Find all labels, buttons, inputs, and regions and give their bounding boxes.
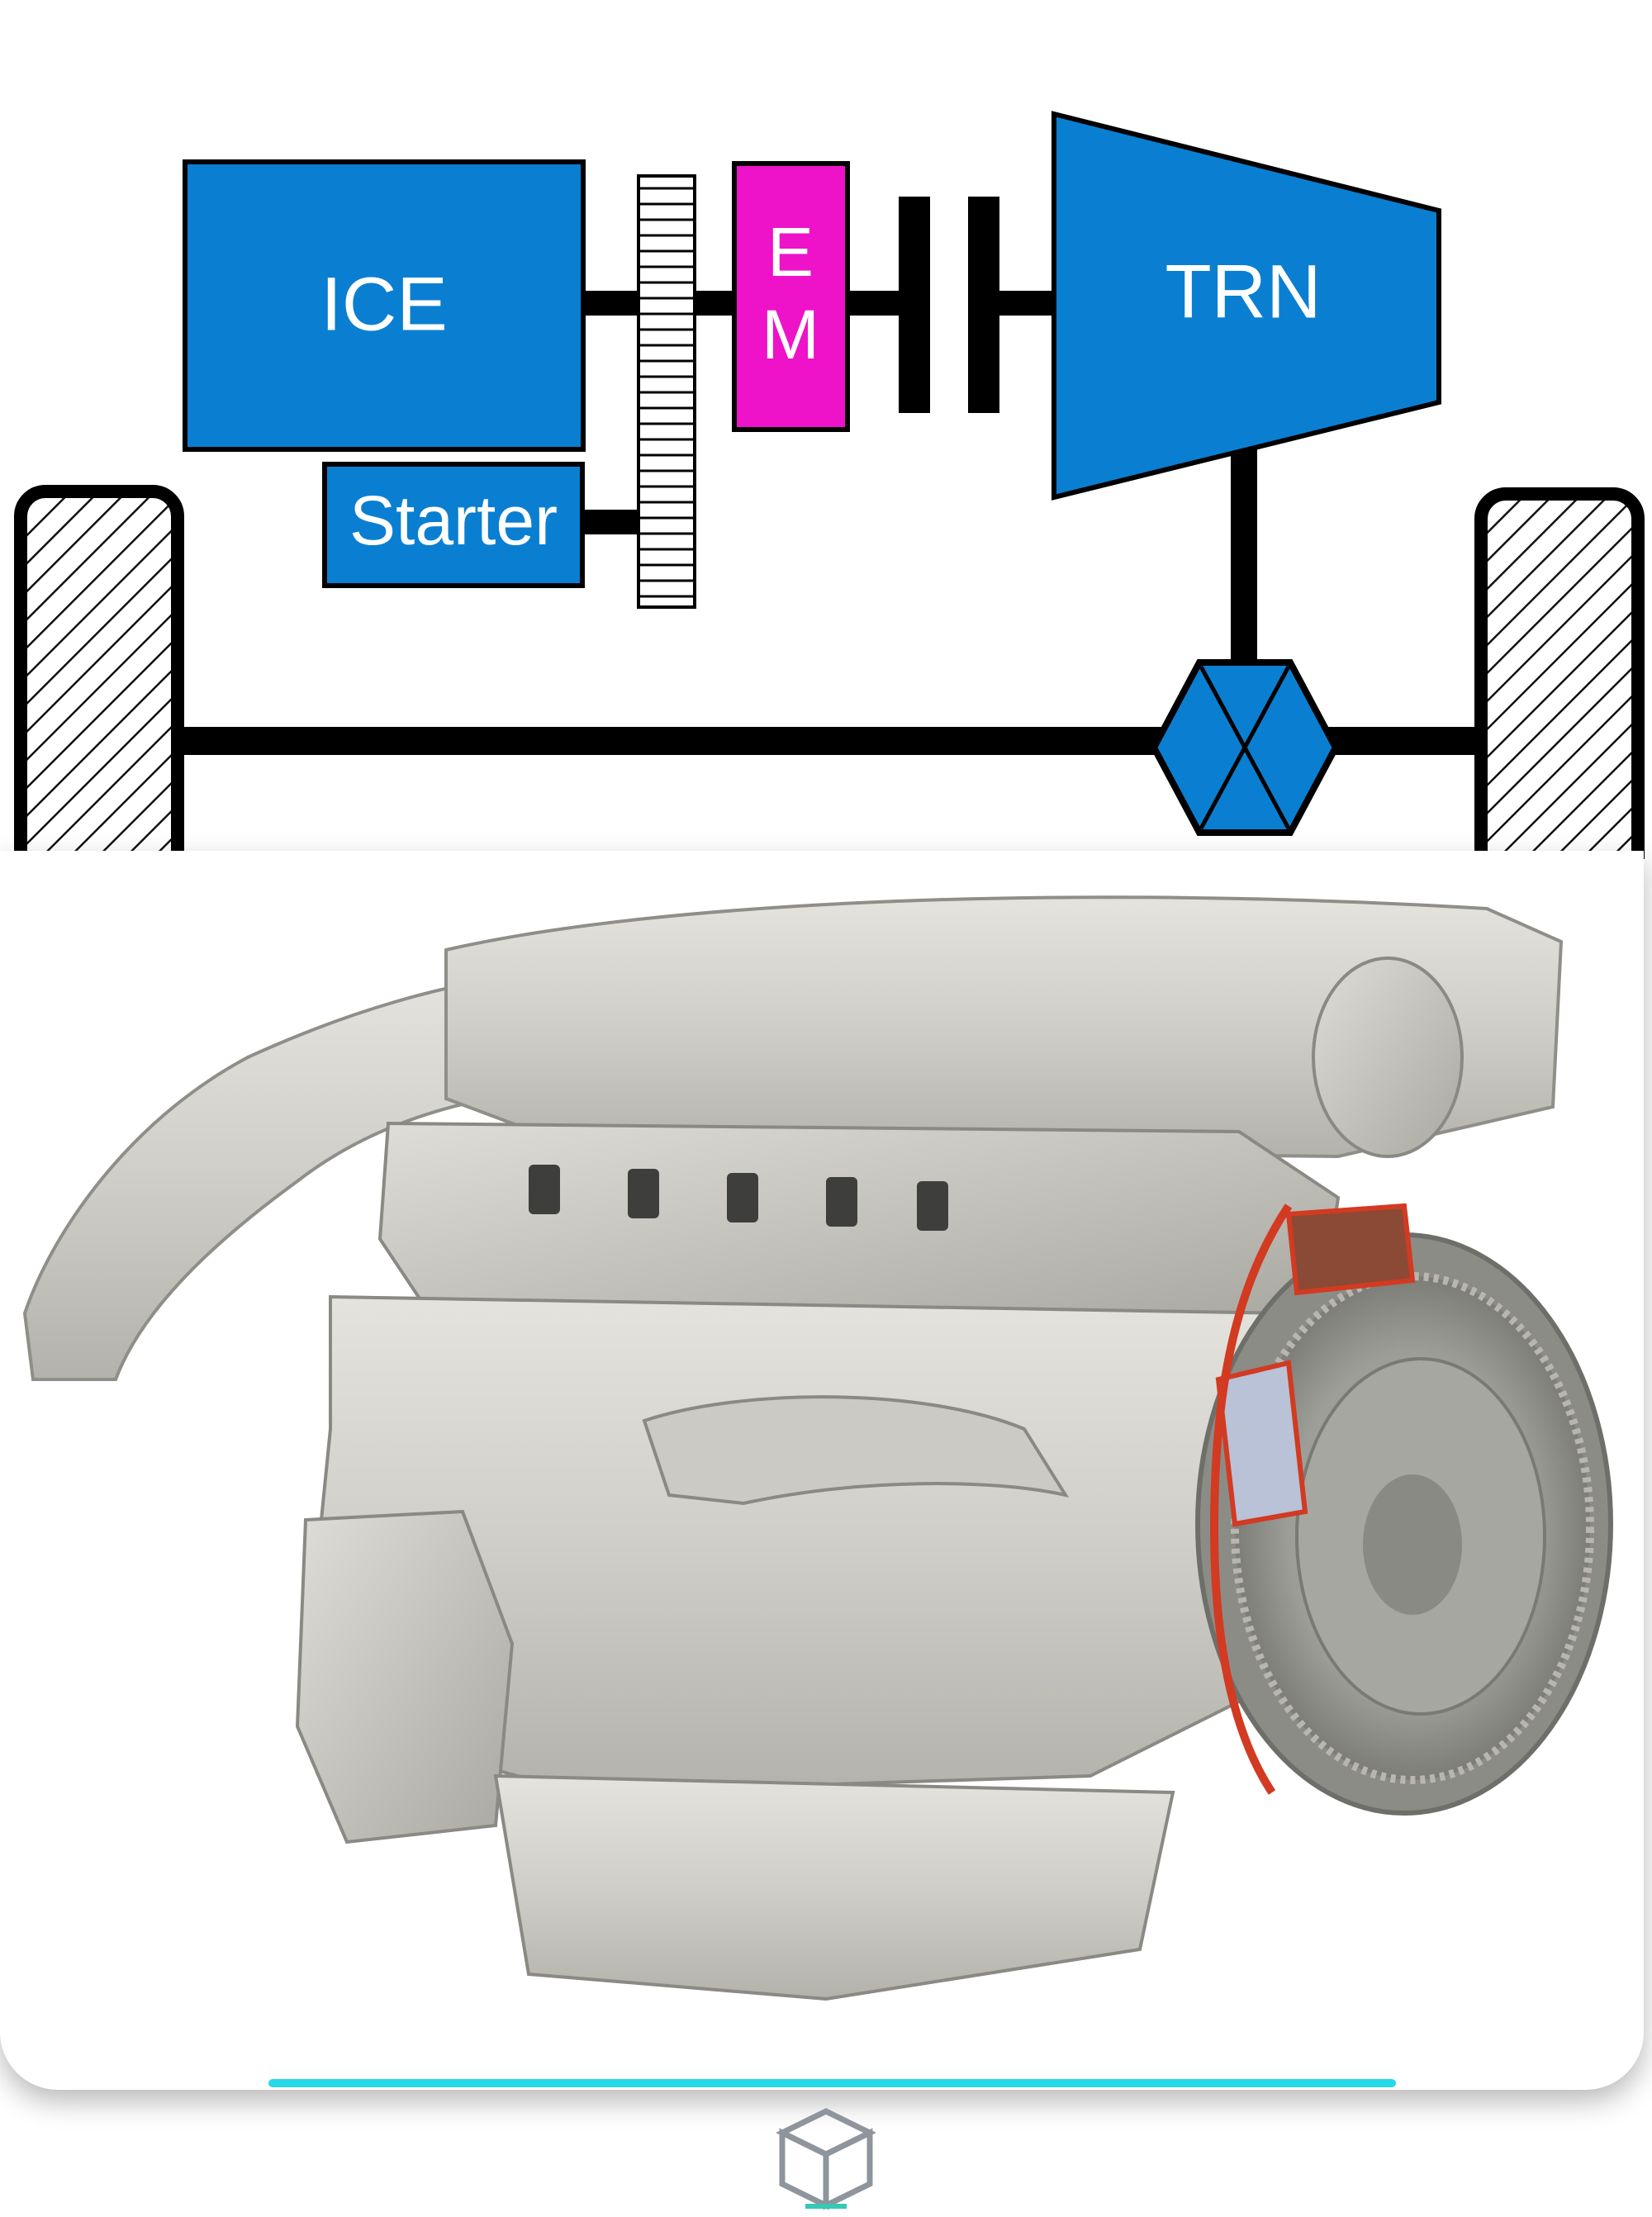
front-housing xyxy=(295,1509,515,1844)
ring-gear xyxy=(637,174,696,609)
accent-bar xyxy=(268,2079,1396,2087)
engine-cutaway-illustration xyxy=(22,895,1613,2001)
left-wheel xyxy=(14,485,184,859)
em-clutch-shaft xyxy=(847,291,900,316)
em-block xyxy=(732,161,850,432)
em-label-bottom: M xyxy=(762,296,819,373)
ignition-coils xyxy=(529,1165,948,1231)
em-label-top: E xyxy=(767,213,814,291)
integrated-motor-cutaway xyxy=(1195,1203,1613,1816)
exhaust-manifold xyxy=(642,1395,1070,1506)
ice-block xyxy=(183,159,586,452)
oil-pan xyxy=(493,1773,1175,2001)
starter-block xyxy=(322,462,585,588)
clutch-plate-left xyxy=(899,197,930,413)
intake-manifold xyxy=(444,895,1564,1159)
engine-illustration-card xyxy=(0,851,1644,2090)
site-logo-icon xyxy=(776,2108,876,2210)
ice-label: ICE xyxy=(320,262,447,346)
right-wheel xyxy=(1474,487,1645,859)
starter-shaft xyxy=(582,510,640,534)
differential xyxy=(1150,659,1340,836)
starter-label: Starter xyxy=(349,482,558,559)
clutch-trn-shaft xyxy=(999,291,1061,316)
throttle-body xyxy=(1312,957,1464,1158)
trn-block xyxy=(1051,111,1441,501)
trn-label: TRN xyxy=(1165,249,1321,334)
clutch-plate-right xyxy=(968,197,999,413)
powertrain-schematic: ICE Starter E M TRN xyxy=(14,111,1645,859)
cylinder-head xyxy=(377,1121,1341,1315)
trn-output-shaft xyxy=(1231,446,1257,673)
